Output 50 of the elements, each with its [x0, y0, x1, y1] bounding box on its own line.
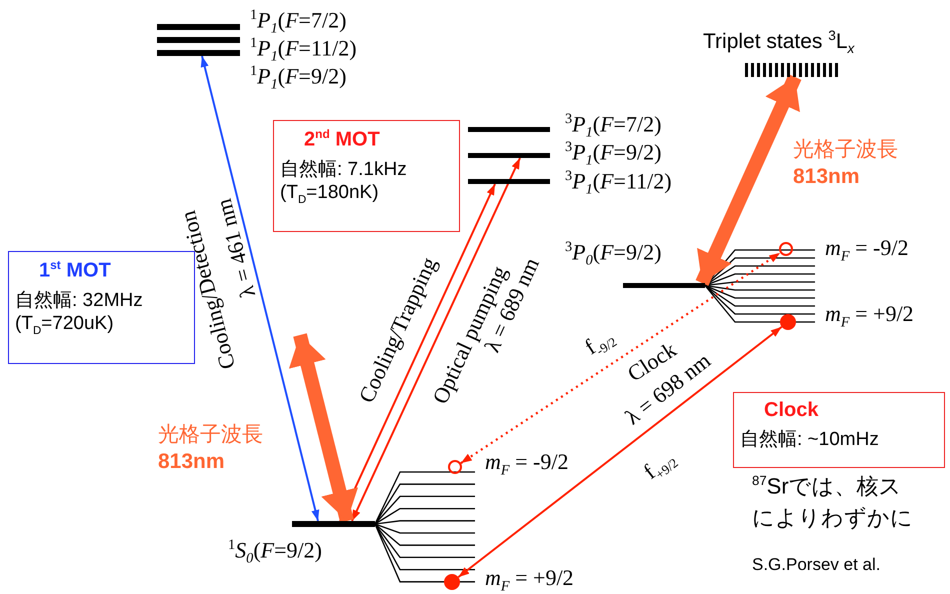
box-text: 自然幅: ~10mHz — [740, 428, 880, 452]
energy-level — [292, 521, 375, 527]
note-text: によりわずかに — [752, 506, 913, 530]
box-text: 自然幅: 7.1kHz — [280, 158, 408, 182]
sublevel-label: m$_{F}$ = +9/2 — [485, 566, 574, 594]
level-label: Triplet states $^{3}$L$_{x}$ — [703, 28, 854, 56]
level-label: $^{3}$P$_{1}$(F=9/2) — [565, 140, 662, 170]
box-title: Clock — [763, 399, 820, 422]
energy-level — [623, 283, 705, 288]
level-label: $^{3}$P$_{0}$(F=9/2) — [565, 240, 662, 270]
citation-text: S.G.Porsev et al. — [752, 556, 880, 575]
info-box — [273, 120, 460, 232]
sublevel-label: m$_{F}$ = -9/2 — [825, 236, 908, 266]
double-arrow — [339, 184, 496, 522]
wavelength-label: 813nm — [793, 165, 860, 188]
level-label: $^{1}$P$_{1}$(F=11/2) — [250, 36, 357, 66]
double-arrow — [288, 333, 358, 523]
box-title: 1$^{st}$ MOT — [38, 258, 112, 283]
level-label: $^{1}$S$_{0}$(F=9/2) — [228, 538, 322, 568]
wavelength-label: 813nm — [158, 450, 225, 474]
double-arrow — [458, 326, 782, 578]
energy-level — [157, 50, 240, 56]
wavelength-label: 光格子波長 — [793, 138, 898, 162]
level-label: $^{3}$P$_{1}$(F=11/2) — [565, 169, 672, 198]
box-text: (T$_{D}$=180nK) — [280, 181, 380, 208]
double-arrow — [351, 158, 521, 522]
box-text: (T$_{D}$=720uK) — [15, 312, 115, 338]
box-title: 2$^{nd}$ MOT — [303, 127, 381, 152]
energy-level — [468, 179, 550, 184]
double-arrow — [696, 74, 802, 286]
double-arrow — [200, 56, 320, 522]
wavelength-label: 光格子波長 — [158, 423, 263, 446]
note-text: $^{87}$Srでは、核ス — [752, 474, 902, 499]
level-label: $^{3}$P$_{1}$(F=7/2) — [565, 112, 662, 142]
sublevel-label: m$_{F}$ = -9/2 — [485, 450, 568, 480]
level-label: $^{1}$P$_{1}$(F=7/2) — [250, 8, 346, 38]
energy-level — [468, 153, 550, 158]
info-box — [733, 392, 945, 468]
level-label: $^{1}$P$_{1}$(F=9/2) — [250, 64, 346, 94]
double-arrow — [460, 252, 781, 464]
state-marker — [779, 242, 793, 256]
sublevel-label: m$_{F}$ = +9/2 — [825, 302, 914, 332]
state-marker — [444, 574, 460, 590]
box-text: 自然幅: 32MHz — [15, 288, 144, 312]
energy-level — [157, 24, 240, 30]
energy-level — [157, 37, 240, 43]
state-marker — [780, 314, 796, 330]
energy-level — [468, 127, 550, 132]
energy-level-band — [745, 63, 838, 77]
state-marker — [448, 460, 462, 474]
